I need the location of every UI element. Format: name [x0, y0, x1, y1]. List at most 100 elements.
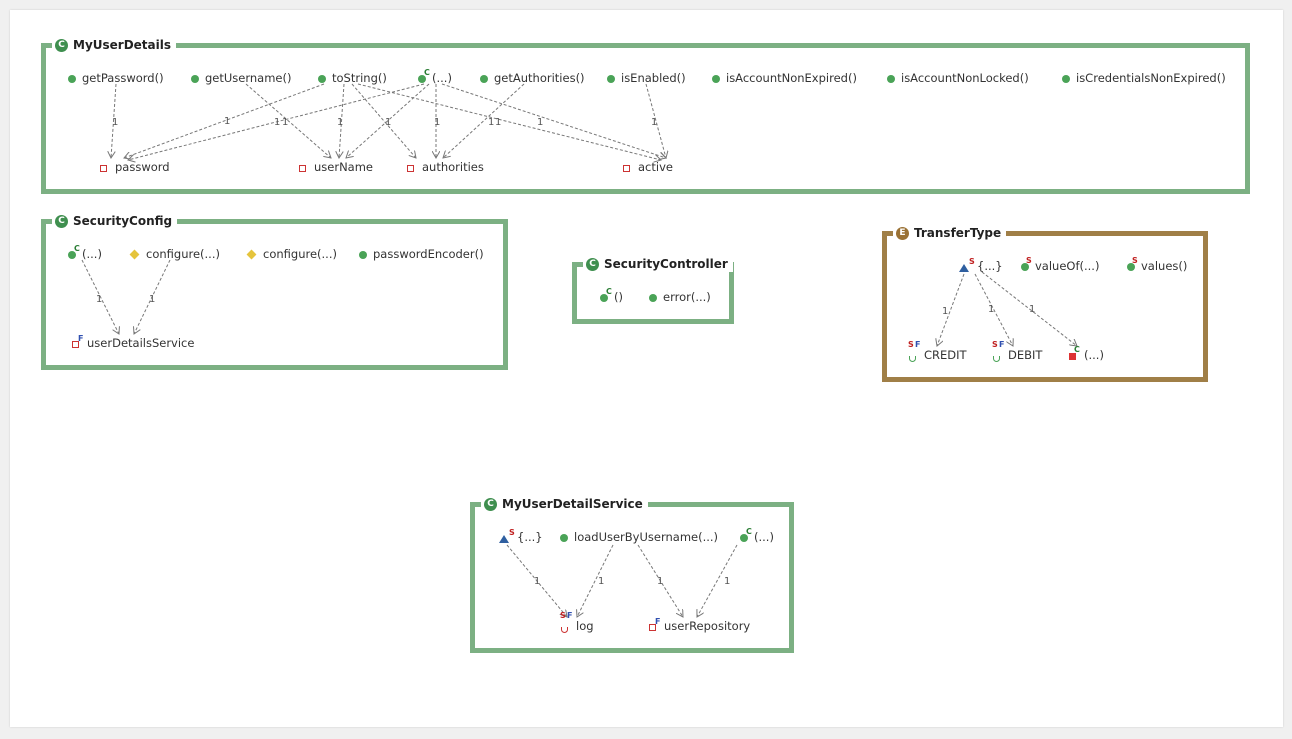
public-method-icon: [607, 75, 615, 83]
edge: [506, 544, 567, 617]
field-username[interactable]: userName: [299, 160, 373, 174]
edge: [245, 83, 331, 158]
edge-label: 1: [434, 117, 440, 128]
edge-label: 1: [224, 116, 230, 127]
public-method-icon: [649, 294, 657, 302]
class-icon: C: [55, 38, 68, 52]
edge: [441, 83, 666, 158]
dependency-edges: 1 1 1: [887, 271, 1203, 377]
static-initializer[interactable]: S{...}: [499, 529, 543, 544]
method-tostring[interactable]: toString(): [318, 71, 387, 85]
class-box-myuserdetails[interactable]: C MyUserDetails 1 1: [41, 37, 1250, 194]
edge-label: 1: [96, 294, 102, 305]
method-getusername[interactable]: getUsername(): [191, 71, 291, 85]
public-method-icon: [560, 534, 568, 542]
edge: [937, 273, 965, 346]
static-initializer[interactable]: S{...}: [959, 258, 1003, 273]
dependency-edges: 1 1 1 1 1 1 1 1 1 1 1: [46, 83, 1245, 189]
constructor[interactable]: C(): [600, 288, 623, 304]
method-getpassword[interactable]: getPassword(): [68, 71, 164, 85]
public-method-icon: [887, 75, 895, 83]
edge: [339, 83, 345, 158]
edge-label: 1: [274, 117, 280, 128]
edge-label: 1: [657, 576, 663, 587]
edge-label: 1: [149, 294, 155, 305]
public-method-icon: [712, 75, 720, 83]
method-configure[interactable]: configure(...): [246, 247, 337, 261]
protected-method-icon: [246, 249, 257, 260]
edge: [128, 83, 425, 160]
private-field-icon: [623, 165, 630, 172]
edge: [697, 544, 738, 617]
edge-label: 1: [1029, 304, 1035, 315]
constructor-icon: C: [418, 69, 430, 83]
method-passwordencoder[interactable]: passwordEncoder(): [359, 247, 484, 261]
private-final-field-icon: F: [72, 335, 83, 348]
edge-label: 1: [724, 576, 730, 587]
method-isenabled[interactable]: isEnabled(): [607, 71, 686, 85]
constructor[interactable]: C(...): [740, 528, 774, 544]
edge: [124, 83, 325, 158]
enum-name: TransferType: [914, 226, 1002, 240]
edge-label: 1: [534, 576, 540, 587]
method-getauthorities[interactable]: getAuthorities(): [480, 71, 585, 85]
edge: [357, 83, 661, 160]
method-loaduserbyusername[interactable]: loadUserByUsername(...): [560, 530, 718, 544]
edge-label: 1: [495, 117, 501, 128]
field-active[interactable]: active: [623, 160, 673, 174]
field-password[interactable]: password: [100, 160, 170, 174]
private-field-icon: [100, 165, 107, 172]
private-field-icon: [299, 165, 306, 172]
edge: [443, 83, 525, 158]
constructor[interactable]: C(...): [68, 245, 102, 261]
edge: [974, 273, 1013, 346]
edge: [81, 259, 119, 334]
edge-label: 1: [385, 117, 391, 128]
static-method-icon: S: [1127, 257, 1138, 271]
edge: [351, 83, 416, 158]
private-constructor-icon: C: [1069, 346, 1080, 360]
static-initializer-icon: S: [499, 529, 515, 543]
edge: [981, 271, 1077, 346]
method-configure[interactable]: configure(...): [129, 247, 220, 261]
edge: [111, 83, 117, 158]
edge-label: 1: [488, 117, 494, 128]
edge: [134, 259, 171, 334]
static-method-icon: S: [1021, 257, 1032, 271]
class-name: MyUserDetails: [73, 38, 172, 52]
edge-label: 1: [112, 117, 118, 128]
public-method-icon: [318, 75, 326, 83]
edge-label: 1: [988, 304, 994, 315]
class-name: SecurityController: [604, 257, 728, 271]
enum-title: E TransferType: [893, 225, 1007, 241]
constructor-icon: C: [68, 245, 80, 259]
public-method-icon: [480, 75, 488, 83]
constructor[interactable]: C(...): [418, 69, 452, 85]
method-error[interactable]: error(...): [649, 290, 711, 304]
static-initializer-icon: S: [959, 258, 975, 272]
dependency-edges: 1 1: [81, 259, 171, 365]
private-constructor[interactable]: C(...): [1069, 346, 1104, 362]
enum-icon: E: [896, 226, 909, 240]
method-isaccountnonlocked[interactable]: isAccountNonLocked(): [887, 71, 1029, 85]
field-authorities[interactable]: authorities: [407, 160, 484, 174]
edge: [645, 83, 666, 158]
method-iscredentialsnonexpired[interactable]: isCredentialsNonExpired(): [1062, 71, 1226, 85]
diagram-canvas: C MyUserDetails 1 1: [10, 10, 1283, 727]
edge-label: 1: [537, 117, 543, 128]
method-isaccountnonexpired[interactable]: isAccountNonExpired(): [712, 71, 857, 85]
protected-method-icon: [129, 249, 140, 260]
